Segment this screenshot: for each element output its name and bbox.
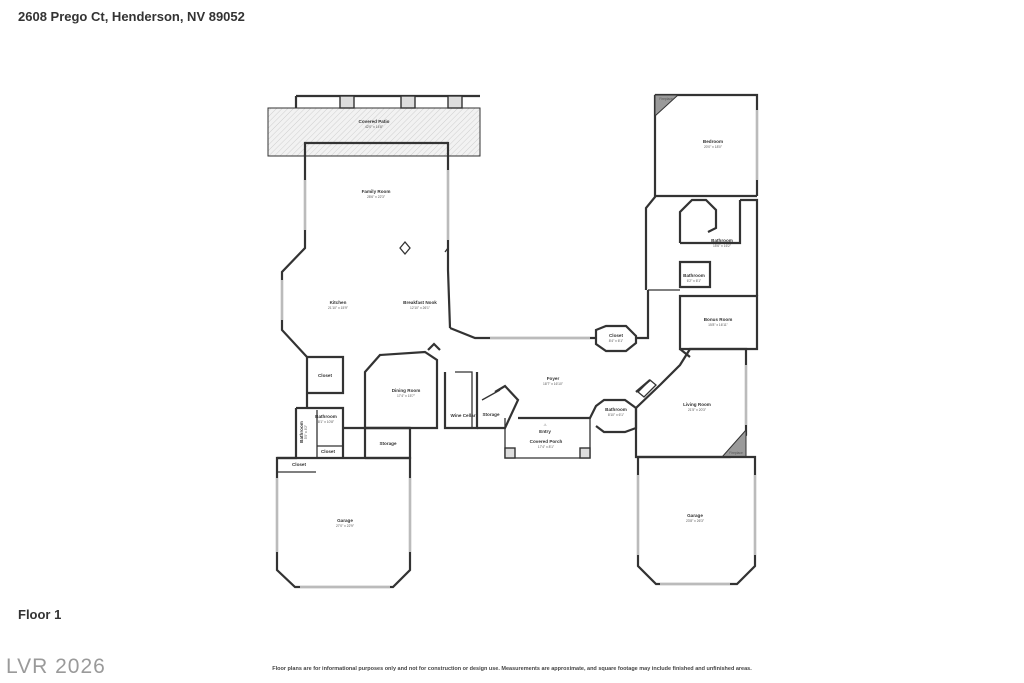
room-name: Dining Room: [392, 388, 421, 393]
room-name: Entry: [539, 429, 551, 434]
room-name: Bathroom: [683, 273, 705, 278]
room-label-living-room: Living Room 21'5" x 20'3": [683, 402, 711, 412]
room-name: Kitchen: [330, 300, 347, 305]
room-name: Covered Porch: [530, 439, 563, 444]
room-dims: 8'10" x 6'1": [608, 413, 625, 417]
room-label-closet-a: Closet: [318, 373, 333, 378]
right-wing-walls: [634, 93, 759, 586]
room-label-breakfast-nook: Breakfast Nook 12'10" x 26'1": [403, 300, 437, 310]
room-name: Bathroom: [711, 238, 733, 243]
room-name: Storage: [482, 412, 500, 417]
room-dims: 28'6" x 22'3": [367, 195, 386, 199]
room-dims: 21'5" x 20'3": [688, 408, 707, 412]
room-label-closet-b: Closet: [321, 449, 336, 454]
room-label-bathroom-c: Bathroom 15'6" x 16'2": [711, 238, 733, 248]
room-label-bonus-room: Bonus Room 15'8" x 16'11": [704, 317, 733, 327]
room-dims: 17'4" x 15'7": [397, 394, 416, 398]
covered-patio: [267, 94, 481, 157]
room-name: Closet: [609, 333, 624, 338]
room-dims: 21'10" x 15'9": [328, 306, 349, 310]
room-label-garage-right: Garage 23'8" x 26'3": [686, 513, 705, 523]
room-dims: 23'8" x 26'3": [686, 519, 705, 523]
room-label-bathroom-small: Bathroom 5'0" x 8'2": [299, 421, 308, 443]
room-dims: 15'8" x 16'11": [708, 323, 728, 327]
room-dims: 8'4" x 6'1": [609, 339, 624, 343]
room-label-entry: ⚠ Entry: [539, 423, 551, 434]
room-label-wine-cellar: Wine Cellar: [451, 413, 476, 418]
room-label-bathroom-d: Bathroom 6'2" x 6'1": [683, 273, 705, 283]
room-label-storage-stairs: Storage: [482, 412, 500, 417]
room-name: Covered Patio: [359, 119, 390, 124]
foyer-walls: [449, 290, 657, 459]
room-name: Garage: [687, 513, 703, 518]
room-name: Family Room: [362, 189, 391, 194]
room-name: Wine Cellar: [451, 413, 476, 418]
entry-icon: ⚠: [544, 423, 547, 427]
room-label-closet-c: Closet: [292, 462, 307, 467]
disclaimer: Floor plans are for informational purpos…: [272, 666, 752, 672]
room-dims: 27'0" x 22'9": [336, 524, 355, 528]
room-label-covered-patio: Covered Patio 42'0" x 14'8": [359, 119, 390, 129]
room-name: Foyer: [547, 376, 560, 381]
room-name: Breakfast Nook: [403, 300, 437, 305]
room-label-dining-room: Dining Room 17'4" x 15'7": [392, 388, 421, 398]
room-dims: 8'1" x 10'8": [318, 420, 335, 424]
room-name: Bathroom: [299, 421, 304, 443]
room-name: Bathroom: [605, 407, 627, 412]
room-dims: 17'4" x 8'1": [538, 445, 555, 449]
room-label-garage-left: Garage 27'0" x 22'9": [336, 518, 355, 528]
room-label-foyer: Foyer 18'7" x 16'10": [543, 376, 564, 386]
room-dims: 12'10" x 26'1": [410, 306, 431, 310]
room-dims: 42'0" x 14'8": [365, 125, 384, 129]
property-address: 2608 Prego Ct, Henderson, NV 89052: [18, 9, 245, 24]
room-label-closet-d: Closet 8'4" x 6'1": [609, 333, 624, 343]
room-label-storage-a: Storage: [379, 441, 397, 446]
room-name: Closet: [321, 449, 336, 454]
fireplace-label-bottom: Fireplace: [729, 451, 743, 455]
room-label-bathroom-a: Bathroom 8'1" x 10'8": [315, 414, 337, 424]
room-name: Bonus Room: [704, 317, 733, 322]
room-label-covered-porch: Covered Porch 17'4" x 8'1": [530, 439, 563, 449]
floor-label: Floor 1: [18, 607, 62, 622]
left-wing-walls: [275, 141, 520, 589]
room-name: Bathroom: [315, 414, 337, 419]
room-label-bedroom: Bedroom 20'0" x 18'0": [703, 139, 723, 149]
room-name: Garage: [337, 518, 353, 523]
watermark: LVR 2026: [6, 655, 106, 678]
room-dims: 6'2" x 6'1": [687, 279, 702, 283]
fireplace-label-top: Fireplace: [659, 97, 673, 101]
room-label-family-room: Family Room 28'6" x 22'3": [362, 189, 391, 199]
room-dims: 15'6" x 16'2": [713, 244, 732, 248]
room-dims: 18'7" x 16'10": [543, 382, 564, 386]
room-dims: 5'0" x 8'2": [304, 424, 308, 439]
room-name: Closet: [318, 373, 333, 378]
room-label-kitchen: Kitchen 21'10" x 15'9": [328, 300, 349, 310]
room-name: Closet: [292, 462, 307, 467]
room-name: Storage: [379, 441, 397, 446]
room-name: Living Room: [683, 402, 711, 407]
room-dims: 20'0" x 18'0": [704, 145, 723, 149]
room-name: Bedroom: [703, 139, 723, 144]
room-label-bathroom-b: Bathroom 8'10" x 6'1": [605, 407, 627, 417]
